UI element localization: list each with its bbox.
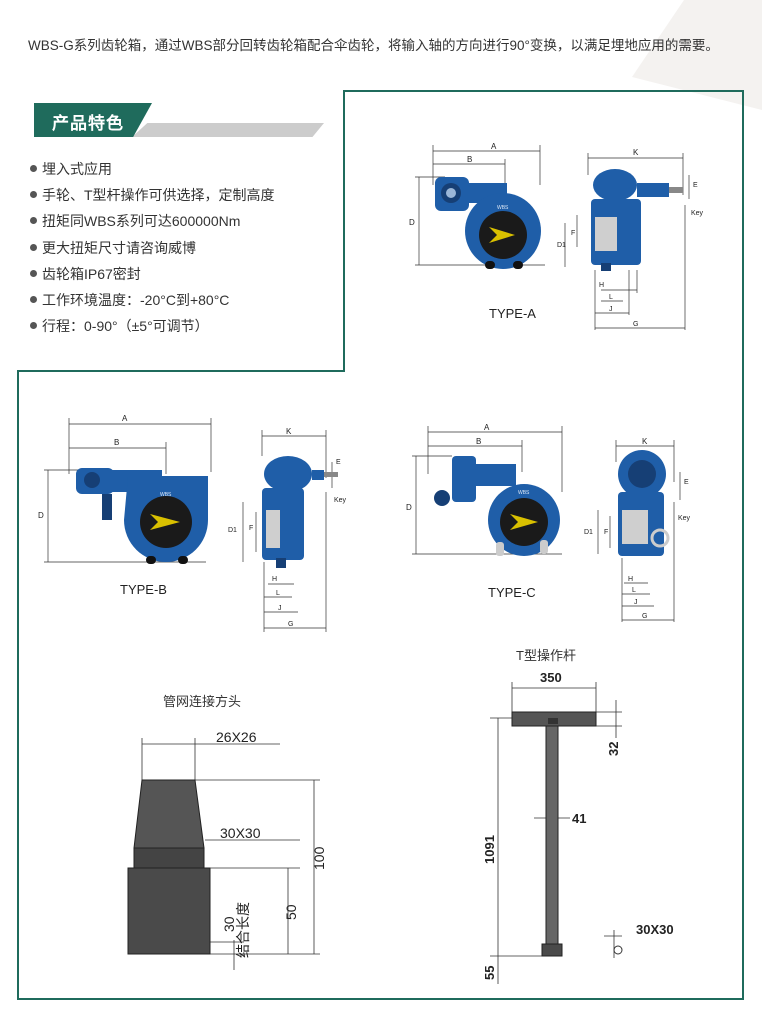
section-tag-label: 产品特色 xyxy=(52,114,124,133)
type-c-label: TYPE-C xyxy=(488,585,536,600)
feature-item: 行程：0-90°（±5°可调节） xyxy=(30,313,275,339)
feature-list: 埋入式应用 手轮、T型杆操作可供选择，定制高度 扭矩同WBS系列可达600000… xyxy=(30,156,275,339)
svg-text:B: B xyxy=(467,155,472,164)
adapter-head xyxy=(133,779,205,849)
svg-text:E: E xyxy=(693,182,698,189)
bullet-icon xyxy=(30,269,37,277)
feature-item: 齿轮箱IP67密封 xyxy=(30,261,275,287)
gearbox-a-front: WBS xyxy=(435,177,541,269)
svg-text:E: E xyxy=(684,479,689,486)
type-c-drawing: WBS A B D K E Key F D1 H L J G xyxy=(406,423,691,622)
gearbox-a-side xyxy=(591,169,683,271)
svg-text:30X30: 30X30 xyxy=(220,825,261,841)
type-a-drawing: WBS A B D K E Key F D1 H L J G xyxy=(409,142,704,330)
intro-text: WBS-G系列齿轮箱，通过WBS部分回转齿轮箱配合伞齿轮，将输入轴的方向进行90… xyxy=(28,38,719,53)
gearbox-b-side xyxy=(262,456,338,568)
feature-item: 更大扭矩尺寸请咨询威博 xyxy=(30,235,275,261)
svg-text:K: K xyxy=(286,427,292,436)
frame-inner-horizontal xyxy=(17,370,345,372)
svg-text:D1: D1 xyxy=(228,527,237,534)
svg-text:D1: D1 xyxy=(584,529,593,536)
svg-text:K: K xyxy=(642,437,648,446)
gearbox-b-front: WBS xyxy=(76,468,208,564)
svg-text:26X26: 26X26 xyxy=(216,729,257,745)
adapter-title: 管网连接方头 xyxy=(163,694,242,709)
svg-text:50: 50 xyxy=(283,904,299,920)
tbar-drawing: 350 32 41 1091 55 30X30 xyxy=(482,670,674,984)
frame-top xyxy=(343,90,744,92)
svg-text:100: 100 xyxy=(311,846,327,870)
svg-text:E: E xyxy=(336,459,341,466)
gearbox-c-side xyxy=(618,450,670,556)
svg-text:1091: 1091 xyxy=(482,835,497,864)
feature-item: 扭矩同WBS系列可达600000Nm xyxy=(30,208,275,234)
bullet-icon xyxy=(30,191,37,199)
frame-left xyxy=(17,370,19,1000)
bullet-icon xyxy=(30,243,37,251)
svg-text:A: A xyxy=(491,142,497,151)
svg-text:30X30: 30X30 xyxy=(636,922,674,937)
svg-text:J: J xyxy=(634,599,638,606)
svg-text:F: F xyxy=(571,230,575,237)
svg-text:H: H xyxy=(272,576,277,583)
bullet-icon xyxy=(30,165,37,172)
svg-text:F: F xyxy=(604,529,608,536)
svg-text:32: 32 xyxy=(606,742,621,756)
svg-text:A: A xyxy=(122,414,128,423)
type-b-drawing: WBS A B D K E Key F D1 H L J G xyxy=(38,414,347,632)
svg-text:30: 30 xyxy=(221,916,237,932)
tbar-title: T型操作杆 xyxy=(516,648,576,663)
feature-item: 埋入式应用 xyxy=(30,156,275,182)
gearbox-c-front: WBS xyxy=(434,456,560,556)
frame-bottom xyxy=(17,998,744,1000)
svg-text:55: 55 xyxy=(482,966,497,980)
svg-text:F: F xyxy=(249,525,253,532)
type-b-label: TYPE-B xyxy=(120,582,167,597)
svg-text:D: D xyxy=(409,218,415,227)
svg-text:WBS: WBS xyxy=(160,492,172,498)
svg-text:Key: Key xyxy=(334,497,347,504)
svg-text:J: J xyxy=(278,605,282,612)
svg-text:B: B xyxy=(114,438,119,447)
svg-text:L: L xyxy=(632,587,636,594)
svg-text:结合长度: 结合长度 xyxy=(235,902,251,958)
adapter-drawing: 26X26 30X30 100 50 30 结合长度 xyxy=(127,729,327,970)
svg-text:J: J xyxy=(609,306,613,313)
svg-text:WBS: WBS xyxy=(518,490,530,496)
bullet-icon xyxy=(30,217,37,225)
svg-text:D: D xyxy=(406,503,412,512)
frame-inner-vertical xyxy=(343,90,345,372)
feature-item: 工作环境温度：-20°C到+80°C xyxy=(30,287,275,313)
svg-text:WBS: WBS xyxy=(497,205,509,211)
svg-text:D1: D1 xyxy=(557,242,566,249)
frame-right xyxy=(742,90,744,1000)
svg-text:D: D xyxy=(38,511,44,520)
svg-text:B: B xyxy=(476,437,481,446)
svg-text:350: 350 xyxy=(540,670,562,685)
svg-text:L: L xyxy=(276,590,280,597)
svg-text:G: G xyxy=(642,613,647,620)
svg-text:G: G xyxy=(633,321,638,328)
bullet-icon xyxy=(30,322,37,330)
tbar-shaft xyxy=(545,725,559,955)
svg-text:41: 41 xyxy=(572,811,586,826)
bullet-icon xyxy=(30,296,37,304)
type-a-label: TYPE-A xyxy=(489,306,536,321)
svg-text:L: L xyxy=(609,294,613,301)
feature-item: 手轮、T型杆操作可供选择，定制高度 xyxy=(30,182,275,208)
svg-text:G: G xyxy=(288,621,293,628)
svg-text:H: H xyxy=(599,282,604,289)
svg-text:K: K xyxy=(633,148,639,157)
svg-text:Key: Key xyxy=(678,515,691,522)
svg-text:Key: Key xyxy=(691,210,704,217)
svg-text:H: H xyxy=(628,576,633,583)
adapter-body xyxy=(127,867,211,955)
section-tag: 产品特色 xyxy=(34,103,324,137)
svg-text:A: A xyxy=(484,423,490,432)
